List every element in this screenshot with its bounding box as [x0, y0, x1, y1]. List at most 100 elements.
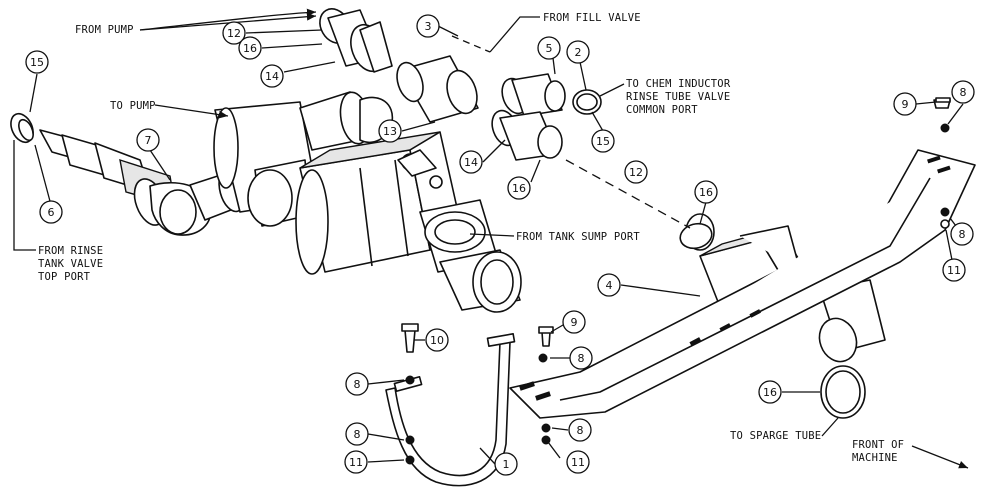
- callout-circle: [416, 14, 440, 38]
- callout-number: 11: [349, 456, 363, 469]
- callout-circle: [260, 64, 284, 88]
- callout-number: 11: [571, 456, 585, 469]
- callout-circle: [136, 128, 160, 152]
- callout-number: 9: [571, 316, 578, 329]
- callout-number: 16: [699, 186, 713, 199]
- callout-circle: [39, 200, 63, 224]
- callout-c14b: 14: [459, 150, 483, 174]
- callout-c6: 6: [39, 200, 63, 224]
- note-front-line2: MACHINE: [852, 452, 898, 464]
- pump-fitting: [319, 8, 393, 73]
- callout-circle: [507, 176, 531, 200]
- callout-number: 15: [30, 56, 44, 69]
- callout-number: 14: [265, 70, 279, 83]
- callout-number: 10: [430, 334, 444, 347]
- callout-c5: 5: [537, 36, 561, 60]
- callout-number: 11: [947, 264, 961, 277]
- callout-c16d: 16: [758, 380, 782, 404]
- callout-c13: 13: [378, 119, 402, 143]
- note-from-pump: FROM PUMP: [75, 24, 134, 36]
- note-sparge: TO SPARGE TUBE: [730, 430, 821, 442]
- callout-circle: [537, 36, 561, 60]
- callout-c9b: 9: [562, 310, 586, 334]
- callout-circle: [425, 328, 449, 352]
- flow-meter-assembly: [685, 213, 886, 363]
- callout-circle: [378, 119, 402, 143]
- callout-circle: [758, 380, 782, 404]
- callout-circle: [694, 180, 718, 204]
- callout-number: 16: [243, 42, 257, 55]
- callout-circle: [950, 222, 974, 246]
- callout-c11b: 11: [344, 450, 368, 474]
- callout-number: 12: [227, 27, 241, 40]
- mounting-bracket: [509, 149, 976, 419]
- callout-c16a: 16: [238, 36, 262, 60]
- callout-number: 2: [575, 46, 582, 59]
- callout-number: 6: [48, 206, 55, 219]
- callout-circle: [562, 310, 586, 334]
- note-rinse-line2: TANK VALVE: [38, 258, 103, 270]
- callout-c1: 1: [494, 452, 518, 476]
- callout-number: 8: [959, 228, 966, 241]
- callout-number: 3: [425, 20, 432, 33]
- note-chem-line2: RINSE TUBE VALVE: [626, 91, 730, 103]
- note-rinse-line3: TOP PORT: [38, 271, 91, 283]
- callout-c8c: 8: [569, 346, 593, 370]
- callout-c11a: 11: [942, 258, 966, 282]
- callout-c11c: 11: [566, 450, 590, 474]
- note-chem-line1: TO CHEM INDUCTOR: [626, 78, 731, 90]
- callout-c16c: 16: [694, 180, 718, 204]
- callout-circle: [568, 418, 592, 442]
- callout-c16b: 16: [507, 176, 531, 200]
- callout-number: 14: [464, 156, 478, 169]
- callout-c7: 7: [136, 128, 160, 152]
- callout-c8b: 8: [950, 222, 974, 246]
- sump-port-fitting: [419, 199, 522, 313]
- callout-circle: [569, 346, 593, 370]
- flow-notes: FROM PUMP FROM FILL VALVE TO PUMP TO CHE…: [13, 8, 969, 469]
- callout-number: 8: [354, 378, 361, 391]
- callout-c14a: 14: [260, 64, 284, 88]
- callout-c15a: 15: [25, 50, 49, 74]
- callout-c15b: 15: [591, 129, 615, 153]
- callout-c8f: 8: [568, 418, 592, 442]
- callout-c2: 2: [566, 40, 590, 64]
- part-drawings: [10, 8, 976, 487]
- callout-circle: [624, 160, 648, 184]
- callout-c8a: 8: [951, 80, 975, 104]
- callout-number: 15: [596, 135, 610, 148]
- callout-number: 8: [354, 428, 361, 441]
- callout-circle: [238, 36, 262, 60]
- callout-number: 5: [546, 42, 553, 55]
- leader-lines: [29, 25, 964, 465]
- callout-circle: [591, 129, 615, 153]
- note-front-line1: FRONT OF: [852, 439, 904, 451]
- callout-c4: 4: [597, 273, 621, 297]
- chem-fittings: [491, 73, 602, 161]
- callout-circle: [951, 80, 975, 104]
- callout-number: 7: [145, 134, 152, 147]
- callout-number: 13: [383, 125, 397, 138]
- rinse-inlet-assembly: [10, 112, 176, 226]
- callout-c12b: 12: [624, 160, 648, 184]
- callout-circle: [345, 422, 369, 446]
- callout-circle: [566, 450, 590, 474]
- callout-circle: [893, 92, 917, 116]
- note-rinse-line1: FROM RINSE: [38, 245, 103, 257]
- callout-circle: [345, 372, 369, 396]
- callout-circle: [222, 21, 246, 45]
- callout-number: 9: [902, 98, 909, 111]
- dashed-flow-lines: [451, 35, 691, 229]
- callout-c12a: 12: [222, 21, 246, 45]
- clamps: [679, 222, 866, 419]
- callout-number: 1: [503, 458, 510, 471]
- note-to-pump: TO PUMP: [110, 100, 156, 112]
- callout-circle: [494, 452, 518, 476]
- callout-c9a: 9: [893, 92, 917, 116]
- callout-circle: [942, 258, 966, 282]
- callout-c3: 3: [416, 14, 440, 38]
- callout-number: 16: [512, 182, 526, 195]
- callout-circle: [459, 150, 483, 174]
